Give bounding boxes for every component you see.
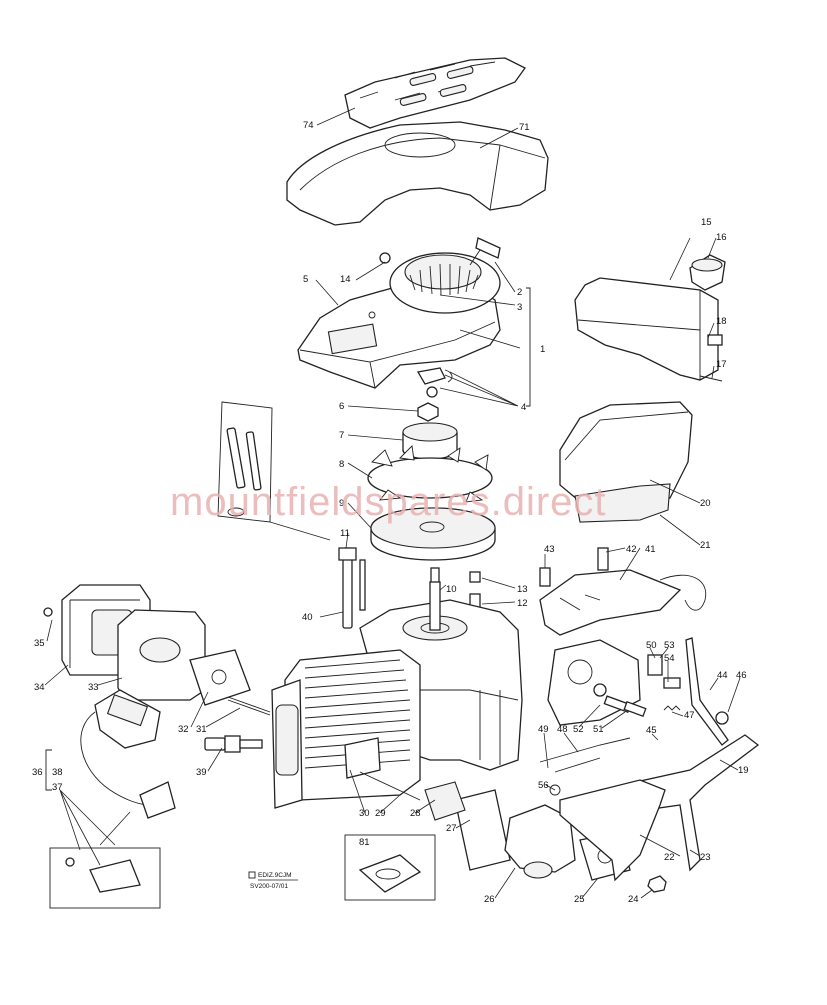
part-33-air-filter-body [117,609,206,701]
part-52-51-screws [603,695,647,718]
callout-9: 9 [339,498,344,509]
callout-18: 18 [716,316,727,327]
callout-7: 7 [339,430,344,441]
part-15-fuel-tank [574,277,719,381]
callout-23: 23 [700,852,711,863]
callout-22: 22 [664,852,675,863]
callout-41: 41 [645,544,656,555]
callout-53: 53 [664,640,675,651]
callout-46: 46 [736,670,747,681]
part-6-flywheel-nut [417,402,439,422]
callout-19: 19 [738,765,749,776]
callout-39: 39 [196,767,207,778]
part-9-flywheel [370,507,496,561]
callout-31: 31 [196,724,207,735]
part-39-spark-plug [204,735,263,753]
callout-56: 56 [538,780,549,791]
callout-52: 52 [573,724,584,735]
callout-36: 36 [32,767,43,778]
callout-48: 48 [557,724,568,735]
part-27-28-gaskets [359,771,511,871]
callout-28: 28 [410,808,421,819]
callout-49: 49 [538,724,549,735]
cylinder-with-fins [271,649,421,809]
part-41-governor-bracket [539,547,707,636]
part-4-starter-pawls [416,367,453,398]
callout-15: 15 [701,217,712,228]
inset-81 [344,834,436,901]
bracket-36 [45,749,52,791]
callout-2: 2 [517,287,522,298]
callout-33: 33 [88,682,99,693]
callout-12: 12 [517,598,528,609]
callout-26: 26 [484,894,495,905]
callout-14: 14 [340,274,351,285]
callout-30: 30 [359,808,370,819]
callout-74: 74 [303,120,314,131]
bracket-1 [526,287,531,407]
callout-37: 37 [52,782,63,793]
callout-35: 35 [34,638,45,649]
part-16-fuel-cap [689,254,726,291]
callout-40: 40 [302,612,313,623]
inset-plug-cap [49,847,161,909]
part-74-top-trim [344,57,526,129]
callout-42: 42 [626,544,637,555]
callout-20: 20 [700,498,711,509]
part-2-3-recoil-starter [379,237,501,314]
callout-24: 24 [628,894,639,905]
part-31-32-stud [227,696,271,716]
callout-21: 21 [700,540,711,551]
drawing-stamp: EDIZ.9CJM SV200-07/01 [248,871,298,890]
callout-38: 38 [52,767,63,778]
callout-labels: 74 71 15 16 14 5 2 3 1 18 17 4 6 7 8 9 2… [32,120,749,905]
part-7-starter-cup [402,422,458,460]
part-21-air-filter-element [574,483,671,523]
callout-17: 17 [716,359,727,370]
part-26-carburettor [504,784,576,879]
callout-47: 47 [684,710,695,721]
part-8-flywheel-fan [367,445,493,503]
callout-1: 1 [540,344,545,355]
callout-13: 13 [517,584,528,595]
callout-44: 44 [717,670,728,681]
callout-8: 8 [339,459,344,470]
callout-34: 34 [34,682,45,693]
callout-45: 45 [646,725,657,736]
part-48-49-rods [539,737,631,773]
callout-3: 3 [517,302,522,313]
callout-25: 25 [574,894,585,905]
callout-32: 32 [178,724,189,735]
part-22-air-duct [559,779,666,882]
callout-81: 81 [359,837,370,848]
callout-4: 4 [521,402,526,413]
stamp-line1: EDIZ.9CJM [258,872,292,879]
callout-50: 50 [646,640,657,651]
part-38-ignition-coil [80,689,176,819]
callout-6: 6 [339,401,344,412]
callout-51: 51 [593,724,604,735]
callout-43: 43 [544,544,555,555]
part-17-18-fittings [699,334,723,382]
callout-71: 71 [519,122,530,133]
stamp-line2: SV200-07/01 [250,883,288,890]
callout-54: 54 [664,653,675,664]
callout-11: 11 [340,528,350,539]
part-71-engine-cover [286,121,549,226]
part-24-nut [647,875,667,893]
part-11-40-bolts [338,547,366,629]
callout-27: 27 [446,823,457,834]
part-32-gasket [189,649,251,706]
callout-5: 5 [303,274,308,285]
callout-29: 29 [375,808,386,819]
callout-16: 16 [716,232,727,243]
watermark: mountfieldspares.direct [170,480,607,524]
callout-10: 10 [446,584,457,595]
leader-lines [44,107,741,899]
part-47-spring [663,705,681,711]
part-44-lever [663,637,729,746]
